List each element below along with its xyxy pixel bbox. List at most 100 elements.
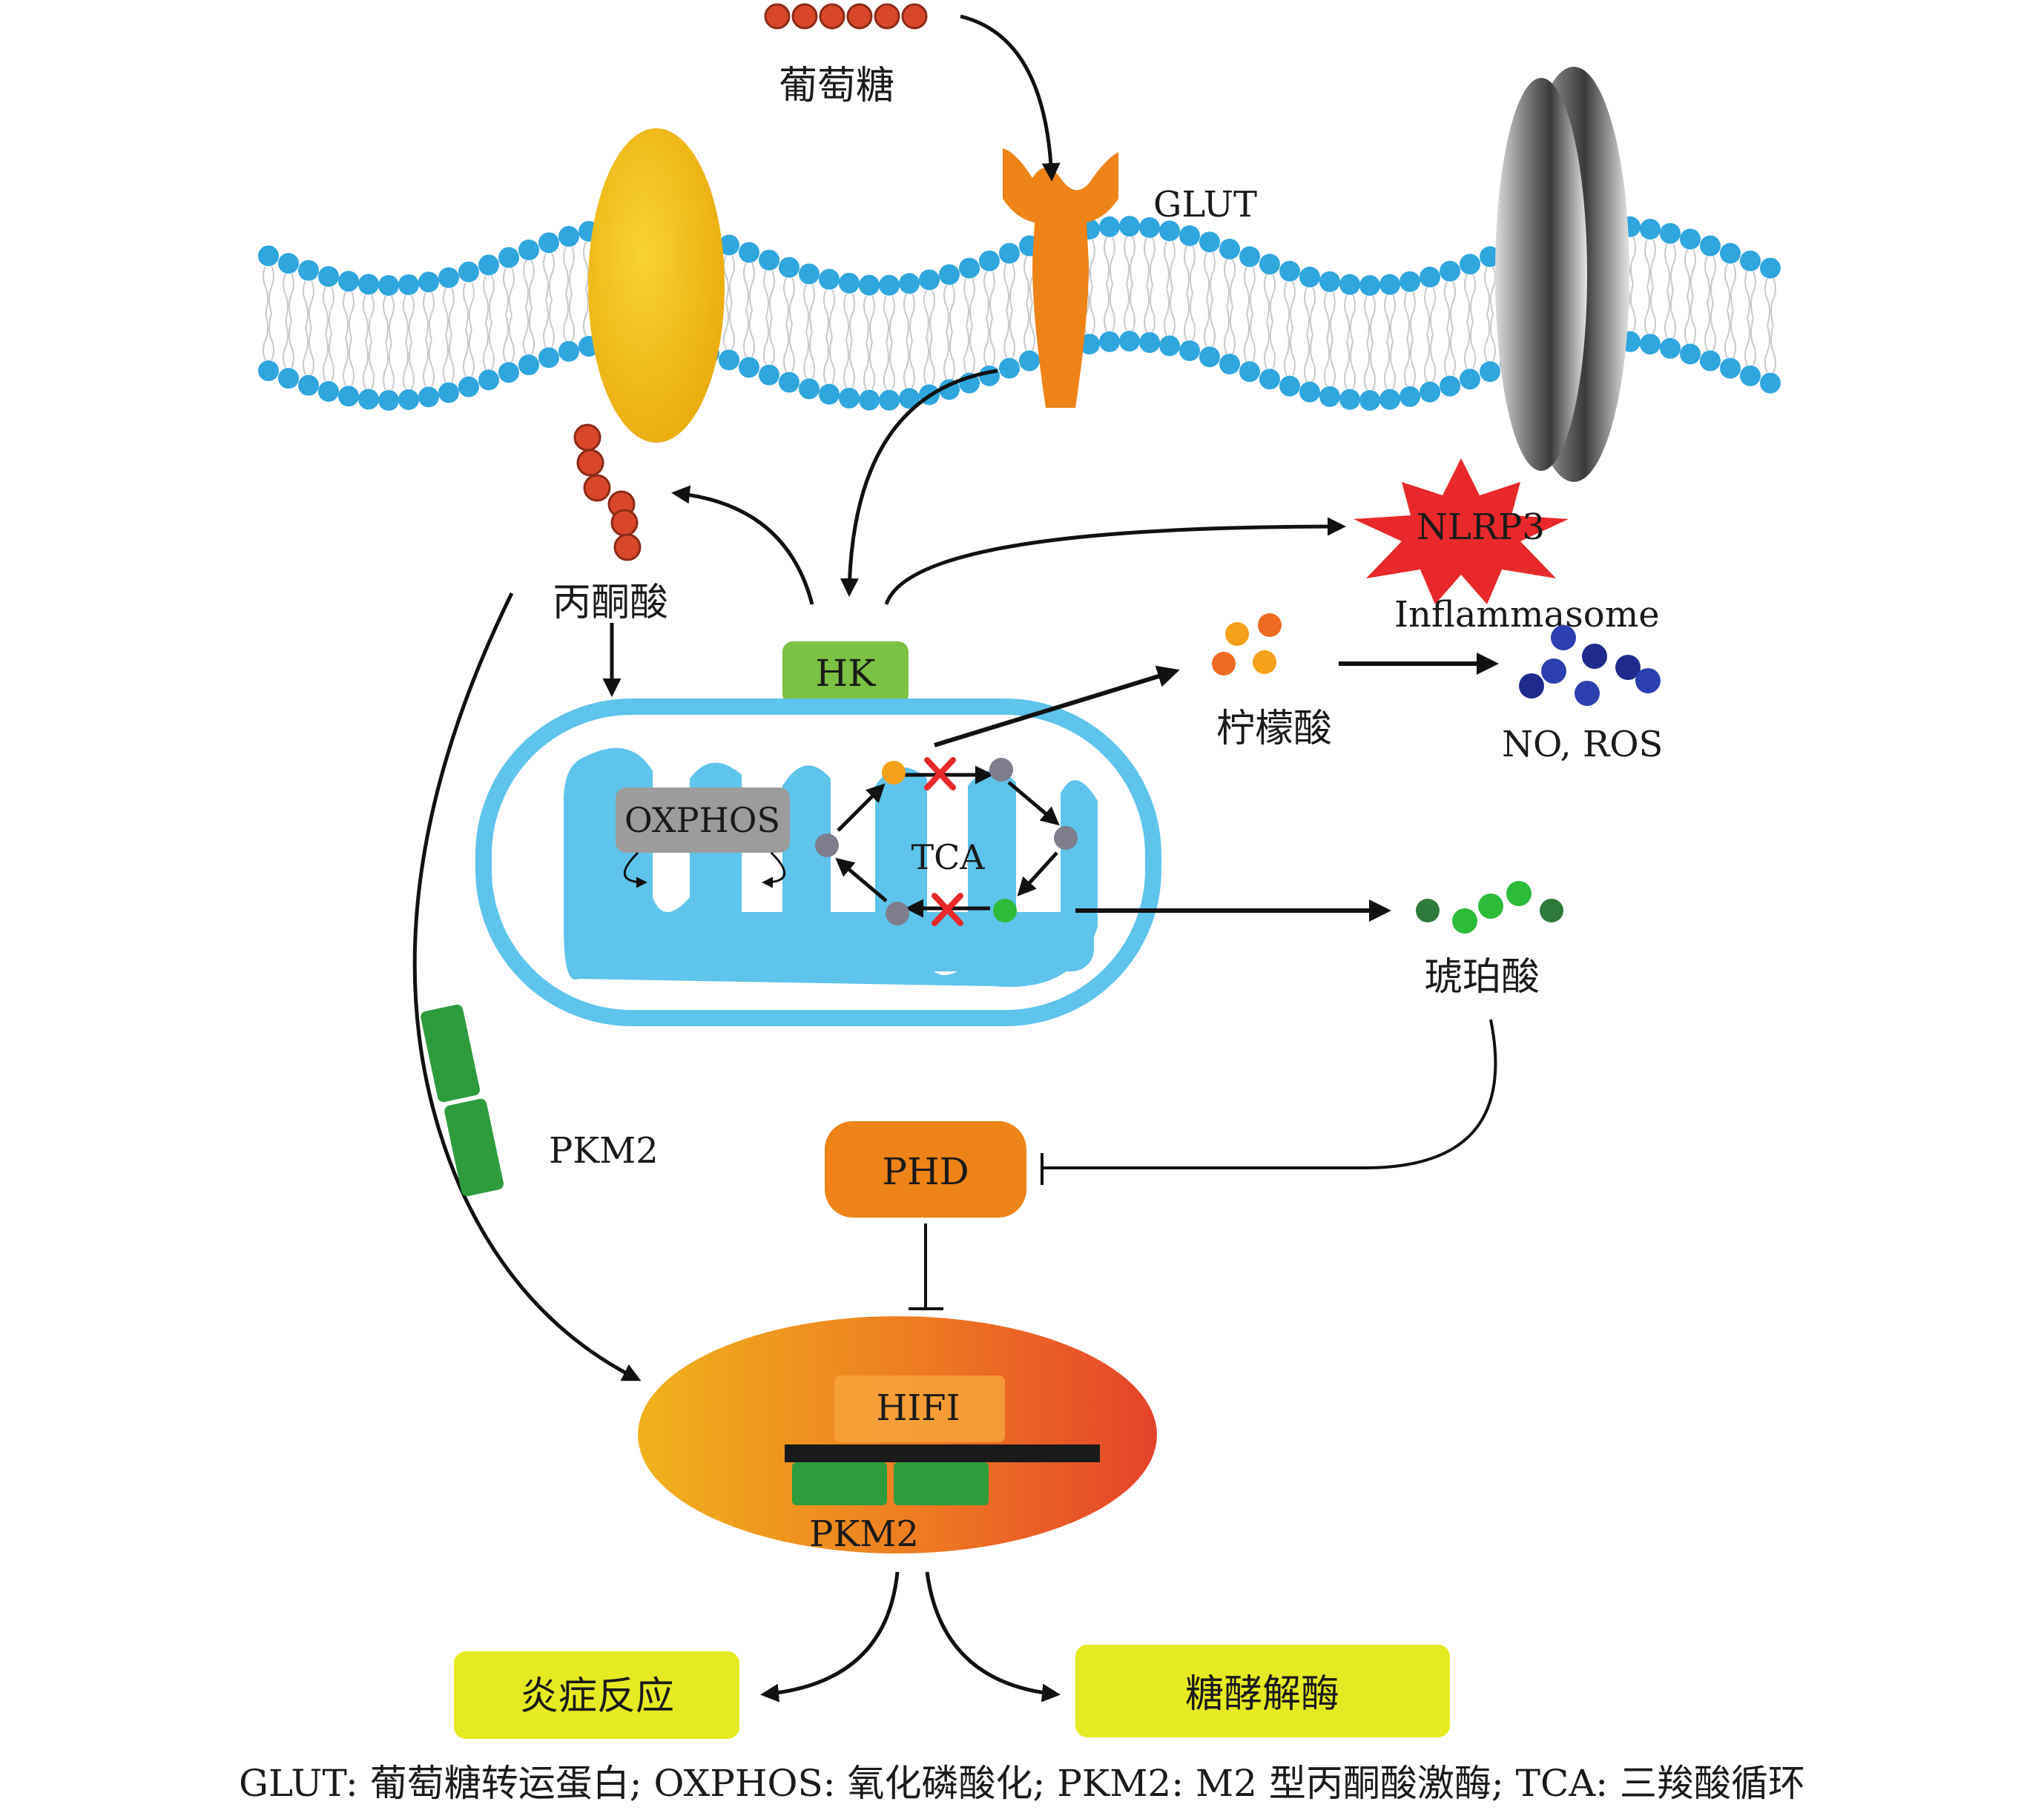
lipid-head-outer [819, 268, 840, 290]
arrow-glucose-to-glut [960, 14, 1061, 182]
lipid-tail [823, 289, 835, 385]
lipid-tail [1764, 278, 1776, 374]
lipid-head-outer [999, 242, 1020, 264]
lipid-tail [403, 294, 415, 390]
hk-box [782, 641, 909, 704]
lipid-tail [1384, 294, 1396, 390]
lipid-tail [1744, 271, 1756, 366]
figure-caption: GLUT: 葡萄糖转运蛋白; OXPHOS: 氧化磷酸化; PKM2: M2 型… [239, 1762, 1805, 1805]
phd-box [825, 1121, 1026, 1218]
lipid-head-inner [318, 380, 339, 402]
lipid-head-inner [398, 389, 419, 410]
lipid-head-outer [1159, 220, 1180, 242]
lipid-head-inner [1660, 337, 1681, 359]
lipid-head-inner [1760, 372, 1781, 394]
tca-block-x-top [924, 757, 956, 790]
tca-label: TCA [911, 837, 985, 877]
lipid-tail [1424, 287, 1436, 383]
lipid-tail [563, 246, 575, 342]
lipid-head-inner [1460, 369, 1480, 390]
lipid-tail [1164, 240, 1176, 336]
pkm2-side-label: PKM2 [549, 1130, 659, 1172]
glucose-chain [764, 3, 928, 30]
lipid-head-outer [418, 271, 439, 293]
lipid-tail [1144, 237, 1155, 333]
lipid-head-outer [1460, 254, 1480, 275]
lipid-head-inner [1640, 334, 1661, 355]
oxphos-cycle-arrow-right [762, 851, 786, 888]
lipid-head-outer [1480, 246, 1500, 268]
arrow-nucleus-to-glycolytic [925, 1571, 1061, 1703]
lipid-head-inner [378, 389, 399, 411]
lipid-tail [923, 289, 935, 385]
lipid-tail [1684, 249, 1696, 344]
lipid-head-inner [1259, 369, 1280, 390]
lipid-head-inner [1379, 389, 1400, 410]
lipid-head-inner [799, 378, 820, 400]
hifi-box [834, 1376, 1005, 1442]
lipid-head-outer [939, 264, 960, 285]
lipid-tail [863, 295, 875, 390]
nlrp3-label: NLRP3 [1417, 506, 1545, 548]
lipid-head-inner [1099, 331, 1120, 352]
lipid-head-inner [1319, 386, 1340, 407]
lipid-tail [1184, 245, 1196, 341]
lipid-head-inner [258, 360, 279, 381]
lipid-tail [363, 294, 375, 389]
lipid-tail [943, 284, 955, 380]
lipid-head-outer [518, 240, 539, 261]
lipid-head-outer [1400, 271, 1420, 292]
lipid-tail [1264, 274, 1276, 369]
lipid-head-outer [1279, 260, 1300, 282]
lipid-tail [883, 295, 895, 391]
lipid-head-outer [919, 269, 940, 291]
lipid-tail [843, 293, 855, 389]
glycolytic-enzymes-box [1075, 1645, 1450, 1737]
lipid-tail [283, 273, 294, 369]
tca-node-citrate [882, 761, 906, 785]
lipid-head-inner [1179, 340, 1200, 361]
lipid-head-inner [719, 349, 739, 371]
lipid-head-outer [438, 267, 459, 288]
lipid-head-inner [1299, 381, 1320, 403]
lipid-head-inner [1219, 353, 1240, 374]
lipid-tail [1244, 266, 1256, 362]
lipid-head-outer [1660, 222, 1681, 244]
lipid-tail [463, 282, 475, 377]
oxphos-box [616, 787, 790, 853]
tca-node-2 [989, 758, 1013, 782]
citrate-label: 柠檬酸 [1216, 707, 1332, 751]
lipid-head-outer [739, 242, 759, 263]
lipid-head-inner [338, 386, 359, 407]
lipid-head-outer [278, 253, 299, 274]
lipid-head-inner [1019, 350, 1040, 371]
lipid-tail [343, 291, 355, 386]
lipid-head-inner [879, 389, 900, 411]
pkm2-nucleus-left [792, 1462, 887, 1505]
arrow-glut-to-hk [840, 369, 998, 597]
lipid-head-outer [478, 254, 499, 276]
arrow-pyruvate-to-nucleus [412, 592, 642, 1381]
lipid-head-outer [1440, 260, 1460, 282]
lipid-head-outer [1219, 238, 1240, 260]
lipid-head-inner [358, 389, 379, 410]
lipid-head-inner [498, 362, 519, 383]
arrow-nucleus-to-inflammation [760, 1571, 900, 1703]
hifi-label: HIFI [876, 1387, 960, 1429]
inflammation-box [454, 1651, 739, 1739]
lipid-tail [503, 267, 515, 363]
lipid-head-outer [1760, 257, 1781, 279]
lipid-head-outer [1179, 225, 1200, 246]
lipid-head-outer [498, 247, 519, 268]
lipid-head-outer [258, 245, 279, 266]
arrow-hk-to-pyruvate [671, 485, 814, 605]
tca-node-6 [815, 833, 839, 857]
lipid-head-outer [759, 249, 779, 271]
inflammasome-label: Inflammasome [1394, 594, 1660, 635]
lipid-head-outer [1740, 250, 1761, 271]
lipid-head-inner [1139, 331, 1160, 353]
inhibit-succinate-to-phd [1042, 1019, 1497, 1169]
lipid-head-outer [1139, 217, 1160, 238]
